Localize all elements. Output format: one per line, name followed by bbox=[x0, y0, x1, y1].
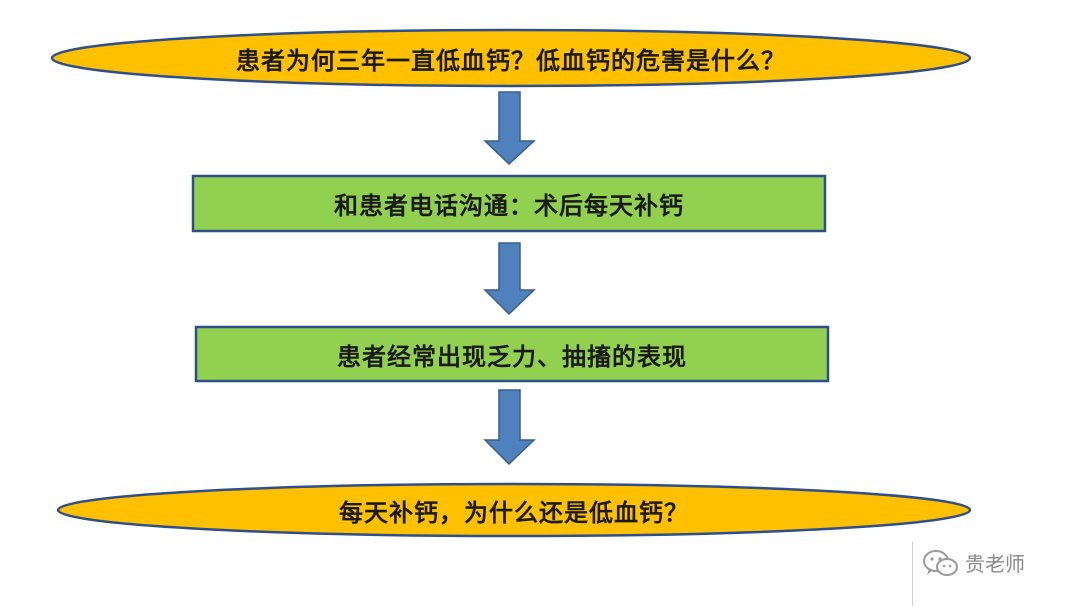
symptoms-box bbox=[194, 325, 830, 383]
watermark: 贵老师 bbox=[912, 542, 1075, 606]
symptoms-label: 患者经常出现乏力、抽搐的表现 bbox=[337, 342, 687, 371]
phone-call-label: 和患者电话沟通：术后每天补钙 bbox=[334, 192, 684, 220]
question-top-label: 患者为何三年一直低血钙？低血钙的危害是什么？ bbox=[236, 46, 786, 75]
arrow-down-3 bbox=[483, 389, 536, 466]
question-bottom-label: 每天补钙，为什么还是低血钙？ bbox=[339, 498, 689, 527]
watermark-name: 贵老师 bbox=[965, 552, 1025, 576]
question-bottom-ellipse bbox=[56, 482, 972, 538]
phone-call-box bbox=[191, 174, 827, 233]
question-top-ellipse bbox=[50, 28, 972, 88]
arrow-down-2 bbox=[483, 242, 536, 316]
wechat-icon bbox=[923, 550, 958, 576]
arrow-down-1 bbox=[483, 91, 536, 166]
